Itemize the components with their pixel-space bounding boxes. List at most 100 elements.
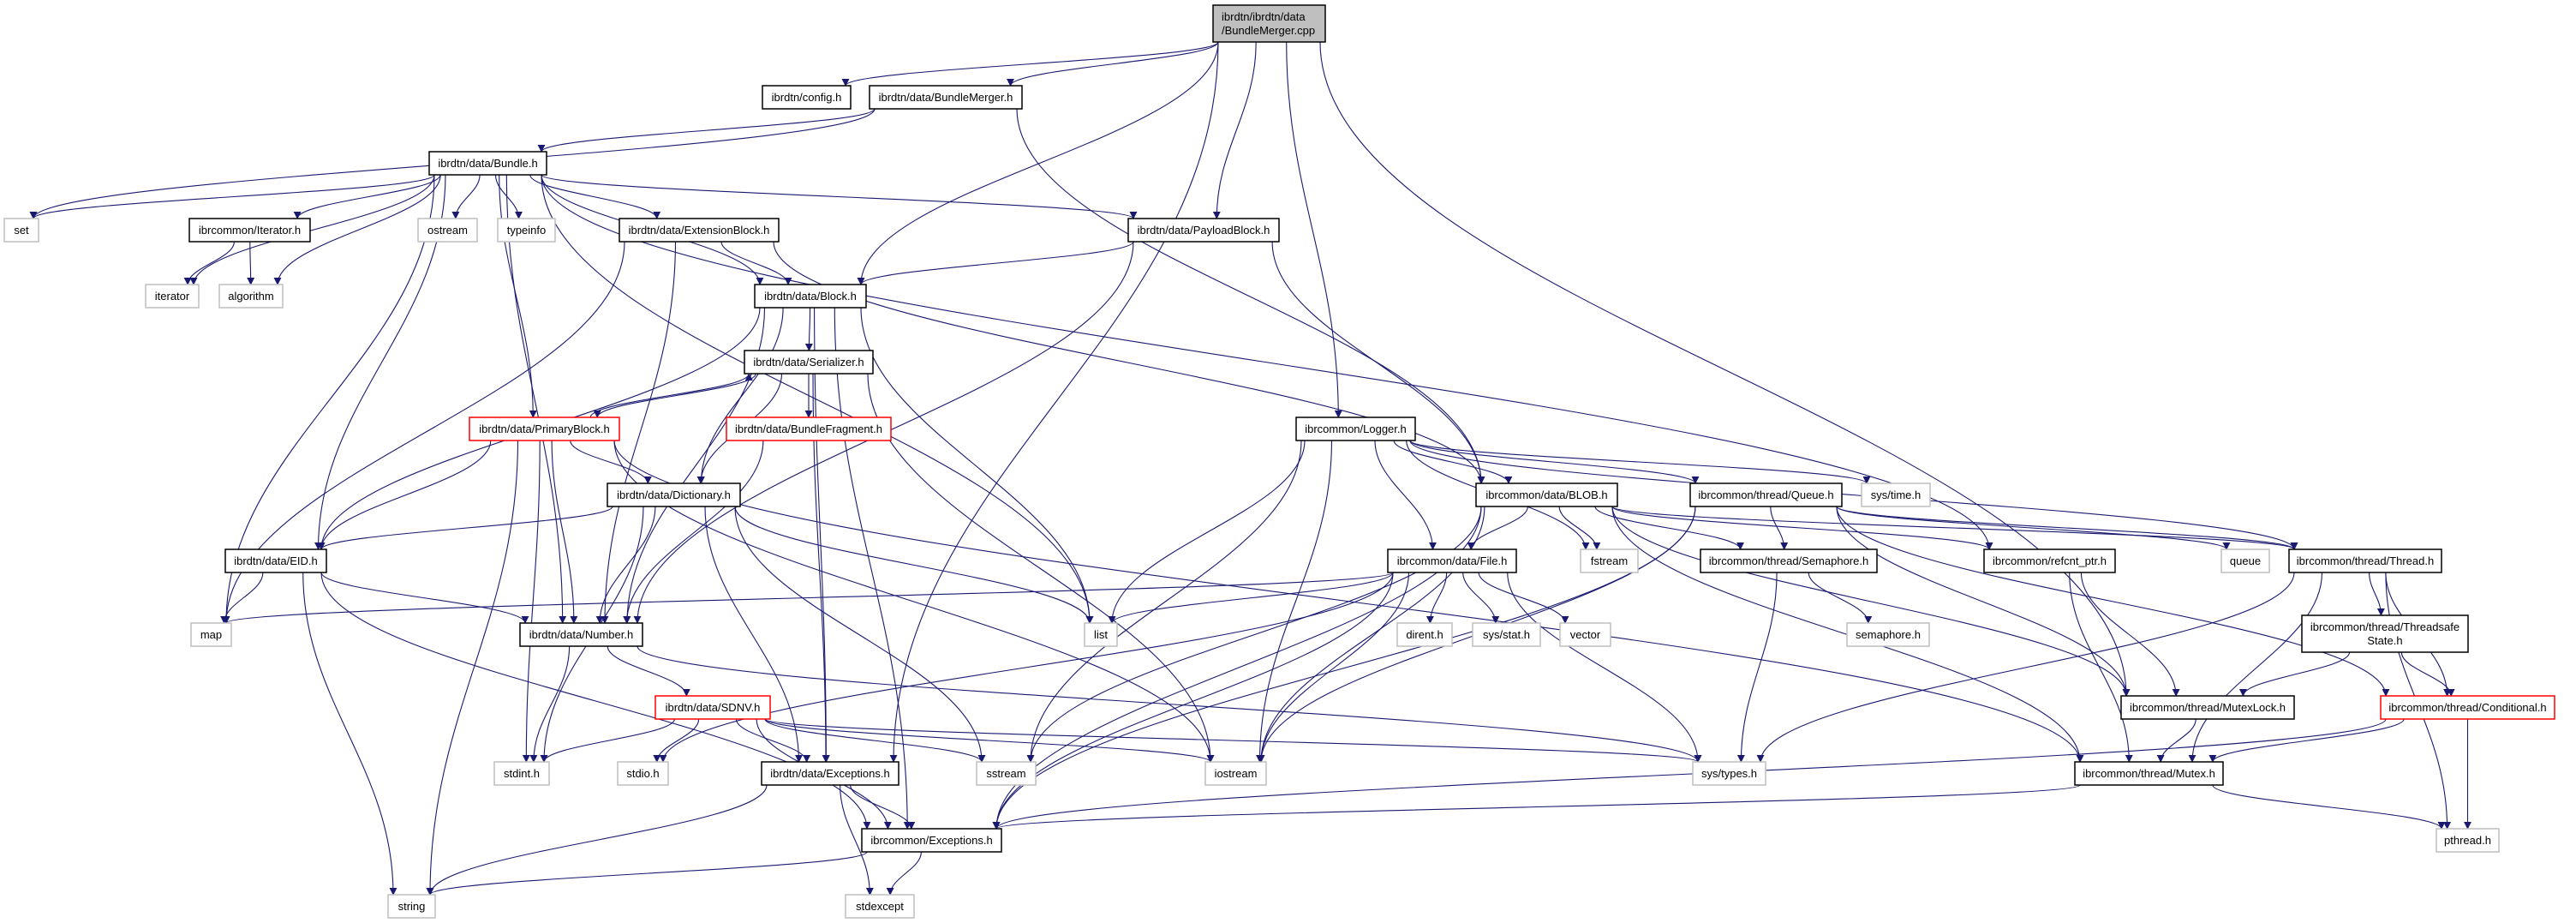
edge-eid-to-number [320,572,529,624]
edge-block-to-dexc [814,307,830,763]
node-label: ibrcommon/Exceptions.h [870,834,992,847]
edge-payload-to-blob [1271,241,1485,484]
graph-node-queue: queue [2220,548,2270,573]
node-label: ibrdtn/data/EID.h [234,554,318,567]
node-box [224,548,327,573]
graph-node-semaphoreh[interactable]: ibrcommon/thread/Semaphore.h [1700,548,1878,573]
graph-node-iterh[interactable]: ibrcommon/Iterator.h [188,218,311,243]
graph-node-thread[interactable]: ibrcommon/thread/Thread.h [2288,548,2442,573]
edge-thread-to-mutex [2188,572,2323,763]
node-box [493,761,550,786]
node-box [190,622,232,647]
node-box [1127,218,1280,243]
edge-bundle-to-iterator [189,174,435,285]
graph-node-stdint: stdint.h [493,761,550,786]
node-box [2220,548,2270,573]
node-box [744,350,874,375]
edge-primary-to-eid [317,440,492,550]
node-box [497,218,556,243]
node-label: list [1094,628,1108,641]
graph-node-set: set [3,218,39,243]
node-label: ibrcommon/thread/MutexLock.h [2130,701,2286,714]
node-box [1689,482,1843,507]
edge-blob-to-semaphoreh [1594,506,1744,550]
graph-node-fragment[interactable]: ibrdtn/data/BundleFragment.h [726,417,892,441]
graph-node-semaphore: semaphore.h [1846,622,1930,647]
node-box [654,695,771,720]
graph-node-mutex[interactable]: ibrcommon/thread/Mutex.h [2074,761,2224,786]
graph-node-cexc[interactable]: ibrcommon/Exceptions.h [861,828,1002,853]
edge-blob-to-mutexlock [1611,506,2131,697]
graph-node-conditional[interactable]: ibrcommon/thread/Conditional.h [2380,695,2555,720]
edge-refcnt-to-mutex [2069,572,2133,763]
edge-conditional-to-cexc [992,718,2387,830]
node-label: algorithm [228,290,273,303]
edge-logger-to-iostream [1256,440,1333,763]
edge-mutex-to-pthread [2212,784,2446,830]
edge-dexc-to-cexc [850,784,916,830]
graph-node-block[interactable]: ibrdtn/data/Block.h [754,284,867,309]
edge-sdnv-to-sstream [764,718,986,763]
node-label: ibrdtn/data/Serializer.h [753,356,864,369]
edge-blob-to-thread [1611,506,2298,550]
graph-node-stdio: stdio.h [617,761,669,786]
nodes: ibrdtn/ibrdtn/data/BundleMerger.cppibrdt… [3,4,2555,919]
edge-primary-to-number [551,440,578,624]
graph-node-bundle[interactable]: ibrdtn/data/Bundle.h [428,151,547,176]
edge-cexc-to-string [426,851,868,896]
edge-file-to-stdio [659,572,1394,763]
graph-node-config[interactable]: ibrdtn/config.h [762,85,852,110]
node-label: semaphore.h [1856,628,1921,641]
graph-node-refcnt[interactable]: ibrcommon/refcnt_ptr.h [1983,548,2116,573]
graph-node-sdnv[interactable]: ibrdtn/data/SDNV.h [654,695,771,720]
edge-mutex-to-cexc [993,784,2081,830]
edge-dictionary-to-eid [317,506,613,550]
graph-node-dictionary[interactable]: ibrdtn/data/Dictionary.h [607,482,741,507]
node-box [619,218,780,243]
graph-node-systime: sys/time.h [1861,482,1931,507]
edge-dexc-to-string [426,784,768,896]
edge-blob-to-fstream [1558,506,1601,550]
graph-node-mutexlock[interactable]: ibrcommon/thread/MutexLock.h [2120,695,2295,720]
graph-node-list: list [1084,622,1118,647]
node-box [2120,695,2295,720]
node-label: /BundleMerger.cpp [1222,24,1315,37]
node-label: stdio.h [626,767,659,780]
node-label: ibrdtn/data/Bundle.h [438,157,537,170]
graph-node-dexc[interactable]: ibrdtn/data/Exceptions.h [761,761,900,786]
node-label: ibrcommon/Logger.h [1305,423,1407,435]
node-box [417,218,478,243]
node-label: fstream [1591,554,1628,567]
graph-node-serializer[interactable]: ibrdtn/data/Serializer.h [744,350,874,375]
edge-thread-to-systypes [1756,572,2295,763]
edge-iterh-to-iterator [183,241,235,285]
graph-node-typeinfo: typeinfo [497,218,556,243]
edge-block-to-cexc [834,307,911,830]
node-label: ibrcommon/thread/Mutex.h [2083,767,2215,780]
node-box [762,85,852,110]
edge-cpp-to-logger [1286,41,1342,418]
graph-node-blob[interactable]: ibrcommon/data/BLOB.h [1475,482,1618,507]
edge-dexc-to-stdexcept [840,784,874,896]
edge-cpp-to-mutexlock [1319,41,2131,697]
graph-node-ext[interactable]: ibrdtn/data/ExtensionBlock.h [619,218,780,243]
graph-node-dirent: dirent.h [1396,622,1453,647]
graph-node-logger[interactable]: ibrcommon/Logger.h [1295,417,1416,441]
graph-node-primary[interactable]: ibrdtn/data/PrimaryBlock.h [469,417,620,441]
edge-primary-to-string [426,440,519,896]
edge-conditional-to-mutex [2208,718,2405,763]
graph-node-payload[interactable]: ibrdtn/data/PayloadBlock.h [1127,218,1280,243]
node-label: sys/time.h [1871,488,1922,501]
edges [29,41,2471,896]
graph-node-number[interactable]: ibrdtn/data/Number.h [519,622,643,647]
node-label: ibrdtn/data/Number.h [529,628,633,641]
graph-node-bmh[interactable]: ibrdtn/data/BundleMerger.h [869,85,1023,110]
edge-bundle-to-algorithm [273,174,441,285]
edge-sdnv-to-stdio [653,718,700,763]
node-label: string [398,900,426,913]
edge-number-to-stdint [529,645,571,763]
graph-node-queueh[interactable]: ibrcommon/thread/Queue.h [1689,482,1843,507]
graph-node-file[interactable]: ibrcommon/data/File.h [1387,548,1517,573]
graph-node-eid[interactable]: ibrdtn/data/EID.h [224,548,327,573]
